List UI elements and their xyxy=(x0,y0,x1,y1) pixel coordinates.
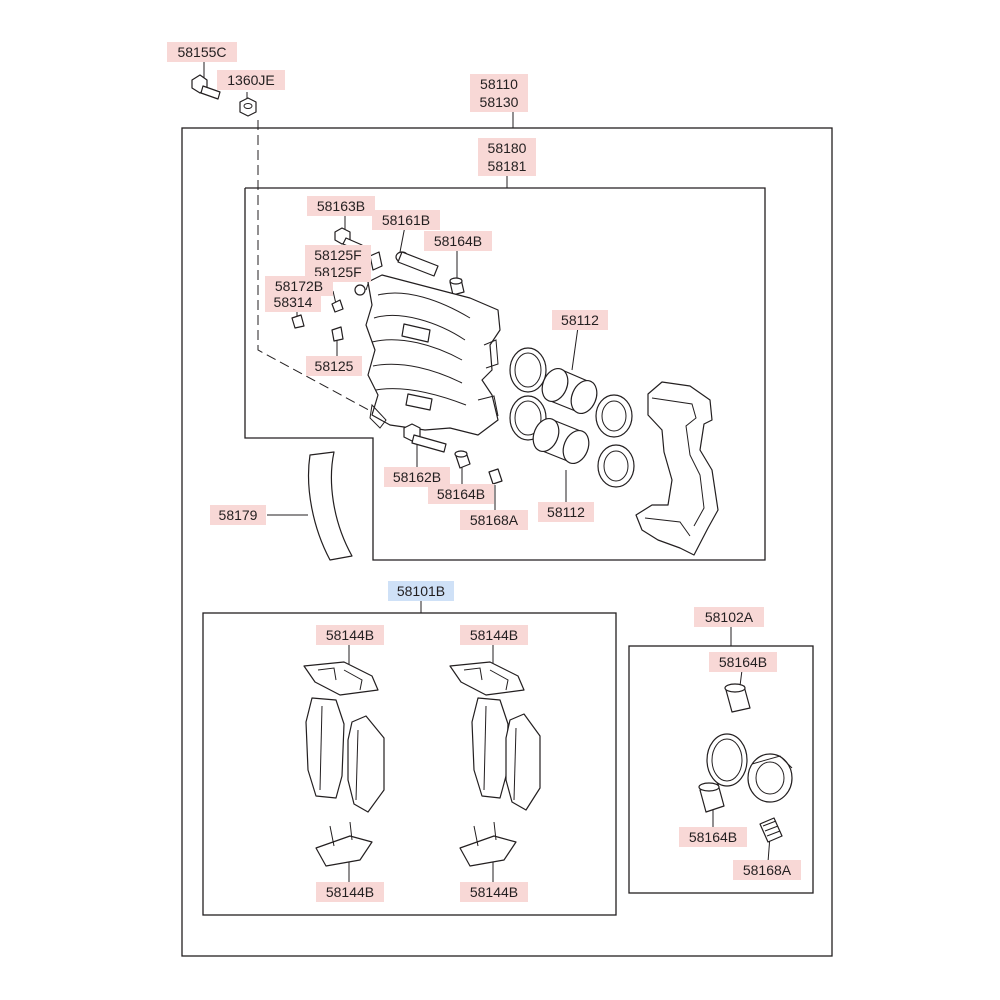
svg-text:58172B: 58172B xyxy=(275,278,323,294)
svg-text:58125F: 58125F xyxy=(314,247,361,263)
part-label-58180[interactable]: 58180 xyxy=(478,138,536,158)
svg-text:58101B: 58101B xyxy=(397,583,445,599)
svg-text:1360JE: 1360JE xyxy=(227,72,274,88)
seal-kit-frame xyxy=(628,645,814,894)
svg-text:58168A: 58168A xyxy=(743,862,792,878)
bleeder-screw-icon xyxy=(354,251,383,296)
bushing-icon xyxy=(488,468,503,485)
part-label-58162b[interactable]: 58162B xyxy=(384,467,450,487)
svg-text:58112: 58112 xyxy=(561,312,599,328)
bleeder-cap-icon xyxy=(331,299,344,313)
caliper-frame xyxy=(244,187,766,561)
svg-text:58125: 58125 xyxy=(315,358,354,374)
part-label-58168a-kit[interactable]: 58168A xyxy=(733,860,801,880)
svg-text:58112: 58112 xyxy=(547,504,585,520)
svg-text:58163B: 58163B xyxy=(317,198,365,214)
part-label-58164b-kit-bottom[interactable]: 58164B xyxy=(679,827,747,847)
shim-top-left-icon xyxy=(303,661,379,696)
kit-boot-bottom-icon xyxy=(698,782,725,813)
dust-boot-lower-icon xyxy=(597,444,635,488)
svg-text:58102A: 58102A xyxy=(705,609,754,625)
svg-text:58180: 58180 xyxy=(488,140,527,156)
part-label-58125f-a[interactable]: 58125F xyxy=(305,245,371,265)
shim-bottom-left-icon xyxy=(315,821,373,867)
bolt-icon xyxy=(191,74,221,100)
guide-bolt-lower-icon xyxy=(403,423,447,453)
part-label-58144b-bottom-left[interactable]: 58144B xyxy=(316,882,384,902)
part-label-58130[interactable]: 58130 xyxy=(470,92,528,112)
piston-lower-icon xyxy=(532,418,590,464)
assembly-frame xyxy=(181,127,833,957)
svg-text:58164B: 58164B xyxy=(689,829,737,845)
brake-pad-right-outer-icon xyxy=(471,697,509,799)
shim-bottom-right-icon xyxy=(459,821,517,867)
brake-pad-right-inner-icon xyxy=(505,713,541,811)
kit-bushing-icon xyxy=(759,817,783,843)
part-label-58112-top[interactable]: 58112 xyxy=(552,310,608,330)
brake-pad-left-inner-icon xyxy=(347,715,385,813)
part-label-58168a-lower[interactable]: 58168A xyxy=(460,510,528,530)
kit-seal-ring-icon xyxy=(706,733,748,787)
part-label-58164b-upper[interactable]: 58164B xyxy=(424,231,492,251)
part-label-58163b-upper[interactable]: 58163B xyxy=(307,196,375,216)
kit-dust-boot-icon xyxy=(747,753,793,803)
svg-text:58181: 58181 xyxy=(488,158,527,174)
brake-pad-left-outer-icon xyxy=(305,697,345,799)
guide-pin-icon xyxy=(395,251,439,277)
part-label-58102a[interactable]: 58102A xyxy=(694,607,764,627)
part-label-58144b-bottom-right[interactable]: 58144B xyxy=(460,882,528,902)
part-label-58172b[interactable]: 58172B xyxy=(265,276,333,296)
svg-text:58164B: 58164B xyxy=(437,486,485,502)
part-label-58181[interactable]: 58181 xyxy=(478,156,536,176)
part-label-58101b-selected[interactable]: 58101B xyxy=(388,581,454,601)
svg-text:58164B: 58164B xyxy=(434,233,482,249)
svg-text:58164B: 58164B xyxy=(719,654,767,670)
svg-text:58110: 58110 xyxy=(480,76,518,92)
part-label-58164b-lower[interactable]: 58164B xyxy=(428,484,494,504)
svg-text:58161B: 58161B xyxy=(382,212,430,228)
svg-text:58314: 58314 xyxy=(274,294,313,310)
shim-top-right-icon xyxy=(449,661,525,696)
boot-icon xyxy=(449,277,465,296)
svg-text:58144B: 58144B xyxy=(470,884,518,900)
svg-text:58168A: 58168A xyxy=(470,512,519,528)
caliper-body xyxy=(365,274,501,436)
part-label-58144b-top-right[interactable]: 58144B xyxy=(460,625,528,645)
part-label-58164b-kit-top[interactable]: 58164B xyxy=(709,652,777,672)
part-label-58125[interactable]: 58125 xyxy=(306,356,362,376)
part-label-58179[interactable]: 58179 xyxy=(210,505,266,525)
boot-lower-icon xyxy=(454,450,471,469)
part-label-58161b[interactable]: 58161B xyxy=(372,210,440,230)
hose-shield-icon xyxy=(307,451,353,561)
svg-text:58155C: 58155C xyxy=(177,44,226,60)
nut-icon xyxy=(239,97,257,117)
part-label-58144b-top-left[interactable]: 58144B xyxy=(316,625,384,645)
seal-ring-icon xyxy=(509,347,547,393)
carrier-bracket xyxy=(635,381,719,556)
part-label-58110[interactable]: 58110 xyxy=(470,74,528,94)
part-label-58314[interactable]: 58314 xyxy=(265,292,321,312)
pad-kit-frame xyxy=(202,612,617,916)
svg-text:58144B: 58144B xyxy=(326,884,374,900)
svg-text:58162B: 58162B xyxy=(393,469,441,485)
svg-text:58130: 58130 xyxy=(480,94,519,110)
cap-icon xyxy=(291,314,305,329)
svg-text:58179: 58179 xyxy=(219,507,258,523)
part-label-1360je[interactable]: 1360JE xyxy=(217,70,285,90)
part-label-58112-bottom[interactable]: 58112 xyxy=(538,502,594,522)
part-label-58155c[interactable]: 58155C xyxy=(167,42,237,62)
svg-text:58144B: 58144B xyxy=(470,627,518,643)
kit-boot-top-icon xyxy=(724,683,751,713)
svg-text:58144B: 58144B xyxy=(326,627,374,643)
piston-upper-icon xyxy=(541,368,598,414)
bleeder-icon xyxy=(331,326,344,342)
dust-boot-upper-icon xyxy=(595,394,633,438)
